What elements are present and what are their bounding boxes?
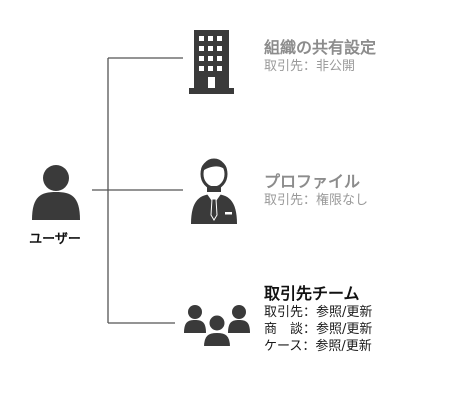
node-title: プロファイル [264, 172, 361, 191]
node-title: 取引先チーム [264, 284, 360, 303]
node-line: 取引先：参照/更新 [264, 305, 373, 320]
node-line: 取引先：非公開 [264, 59, 356, 74]
node-line: 商 談：参照/更新 [264, 322, 373, 337]
businessman-icon [191, 158, 237, 224]
node-title: 組織の共有設定 [264, 38, 377, 57]
connector-lines [92, 57, 183, 324]
team-icon [184, 305, 250, 348]
user-icon [32, 165, 80, 220]
user-label: ユーザー [29, 232, 81, 247]
node-profile: プロファイル 取引先：権限なし [264, 172, 368, 209]
building-icon [189, 30, 234, 94]
node-org-sharing: 組織の共有設定 取引先：非公開 [264, 38, 376, 75]
node-account-team: 取引先チーム 取引先：参照/更新 商 談：参照/更新 ケース：参照/更新 [264, 284, 372, 355]
node-line: ケース：参照/更新 [264, 339, 372, 354]
node-line: 取引先：権限なし [264, 193, 369, 208]
